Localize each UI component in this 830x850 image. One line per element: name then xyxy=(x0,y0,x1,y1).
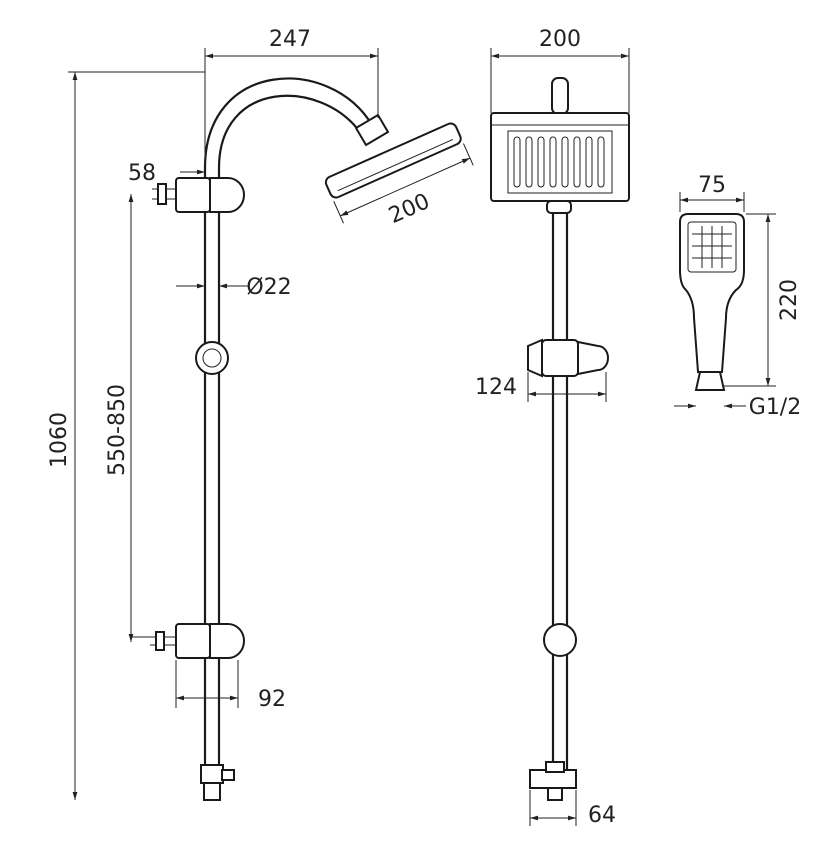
side-view: 247 200 58 Ø22 1060 550-850 92 xyxy=(47,27,474,801)
side-arm-connector xyxy=(354,113,390,147)
dim-64-label: 64 xyxy=(588,803,616,828)
front-head-nozzle-slots xyxy=(513,136,605,188)
top-bracket-knob xyxy=(209,177,245,213)
front-pipe-cap xyxy=(546,200,572,214)
dim-head-side-line xyxy=(340,157,471,217)
hand-shower: 75 220 G1/2 xyxy=(674,173,802,420)
front-holder-center xyxy=(541,339,579,377)
dim-124-label: 124 xyxy=(475,375,517,400)
side-middle-holder xyxy=(195,341,229,375)
side-diverter-outlet xyxy=(203,782,221,801)
middle-holder-ring xyxy=(195,341,229,375)
bottom-bracket-knob xyxy=(209,623,245,659)
top-bracket-clamp xyxy=(175,177,211,213)
bottom-bracket-plug xyxy=(155,631,165,651)
side-bottom-bracket xyxy=(130,623,245,659)
dim-g12-label: G1/2 xyxy=(749,395,801,420)
dim-550-850-label: 550-850 xyxy=(105,384,130,476)
front-holder-right xyxy=(577,340,609,376)
dim-head-side xyxy=(333,143,474,224)
hand-shower-body xyxy=(679,213,745,373)
middle-holder-inner xyxy=(202,348,222,368)
front-view: 200 124 64 xyxy=(475,27,630,828)
side-arm-outer xyxy=(203,77,373,169)
hand-shower-face xyxy=(687,221,737,273)
dim-75-label: 75 xyxy=(698,173,726,198)
front-connector xyxy=(551,77,569,115)
dim-58-label: 58 xyxy=(128,161,156,186)
dim-1060-label: 1060 xyxy=(47,412,72,468)
side-diverter xyxy=(200,764,235,801)
front-holder-left xyxy=(527,338,543,378)
dim-220-label: 220 xyxy=(777,279,802,321)
front-head-body xyxy=(490,112,630,202)
dim-d22-label: Ø22 xyxy=(246,275,291,300)
front-hand-holder xyxy=(527,338,609,378)
side-diverter-knob xyxy=(221,769,235,781)
side-arm-inner xyxy=(217,94,361,169)
front-bottom-ring xyxy=(543,623,577,657)
dim-head-side-ext-a xyxy=(333,201,344,224)
dim-head-side-label: 200 xyxy=(385,189,434,229)
hand-shower-connector xyxy=(694,371,726,391)
dim-247-label: 247 xyxy=(269,27,311,52)
side-shower-head xyxy=(324,122,462,199)
top-bracket-plug xyxy=(157,183,167,205)
hand-shower-grid xyxy=(692,226,732,268)
side-diverter-body xyxy=(200,764,224,784)
bottom-bracket-clamp xyxy=(175,623,211,659)
dim-front-200-label: 200 xyxy=(539,27,581,52)
dim-head-side-ext-b xyxy=(463,143,474,166)
front-diverter xyxy=(529,761,577,801)
front-diverter-top xyxy=(545,761,565,773)
front-head-nozzle-frame xyxy=(507,130,613,194)
side-top-bracket xyxy=(152,177,245,213)
dim-92-label: 92 xyxy=(258,687,286,712)
front-diverter-outlet xyxy=(547,787,563,801)
